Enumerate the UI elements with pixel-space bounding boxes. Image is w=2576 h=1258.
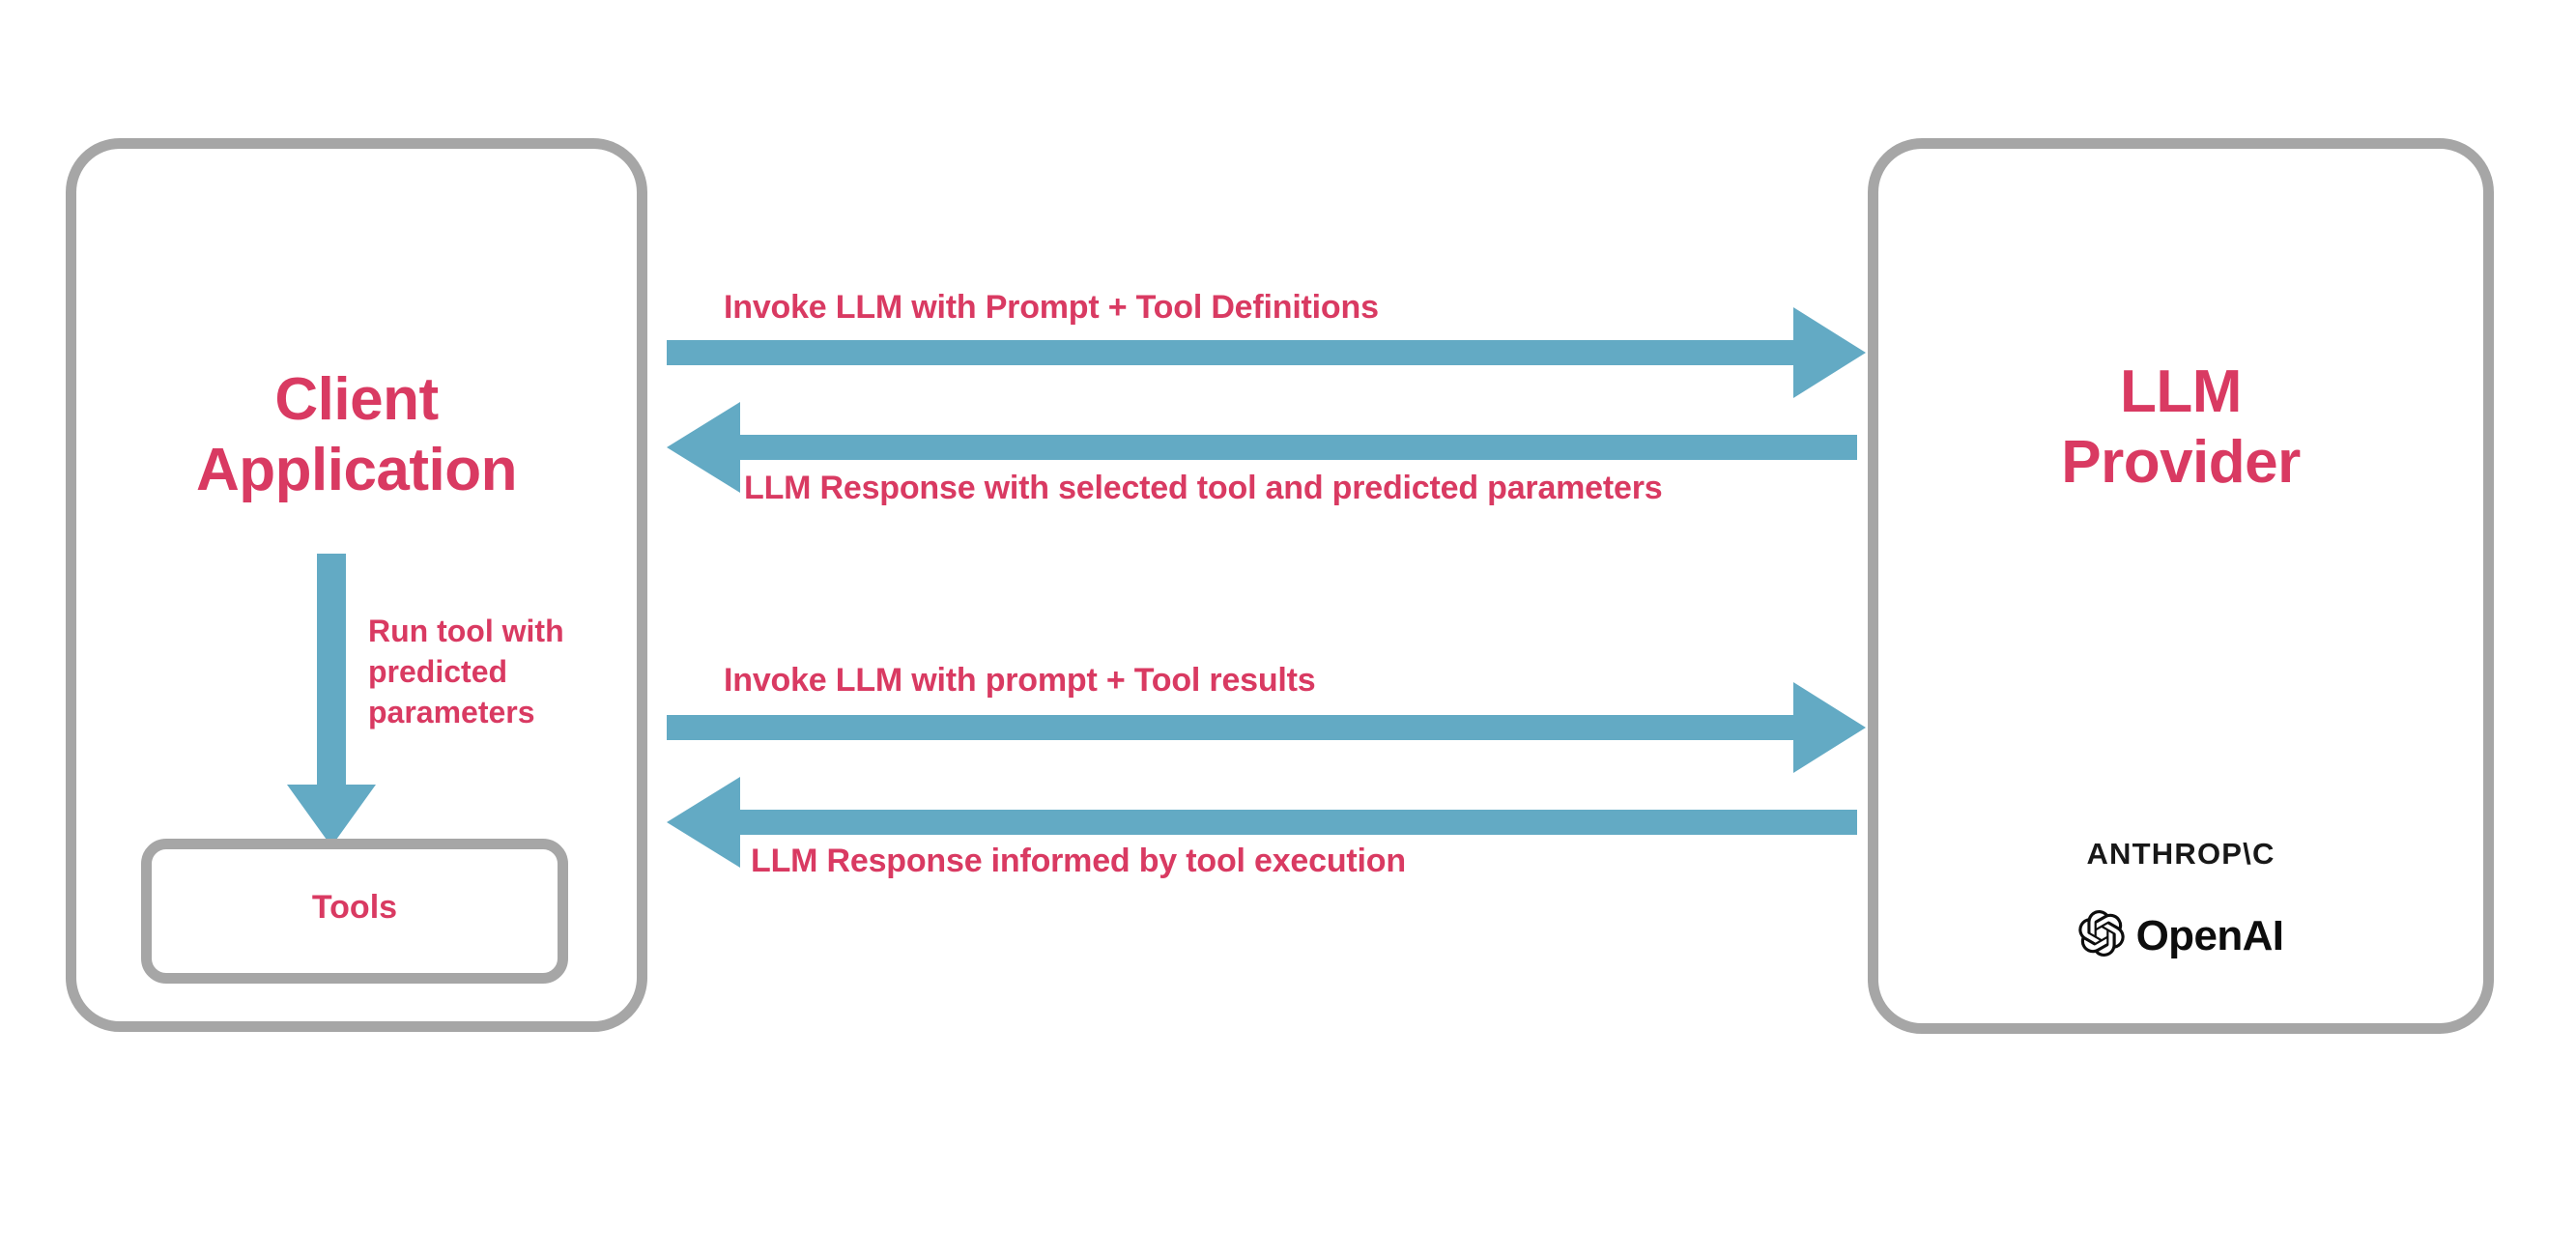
message-label-response-1: LLM Response with selected tool and pred… xyxy=(744,470,1663,506)
llm-provider-title: LLM Provider xyxy=(2061,358,2301,496)
message-label-response-2: LLM Response informed by tool execution xyxy=(751,843,1406,879)
message-label-invoke-2: Invoke LLM with prompt + Tool results xyxy=(724,662,1316,699)
openai-logo: OpenAI xyxy=(1868,910,2494,961)
message-label-invoke-1: Invoke LLM with Prompt + Tool Definition… xyxy=(724,289,1379,326)
client-application-title: Client Application xyxy=(195,366,518,503)
run-tool-arrow-label: Run tool with predicted parameters xyxy=(368,614,564,730)
tools-box xyxy=(141,839,568,984)
llm-provider-box xyxy=(1868,138,2494,1034)
tools-label: Tools xyxy=(311,889,398,926)
openai-flower-icon xyxy=(2077,910,2125,961)
anthropic-logo: ANTHROP\C xyxy=(2086,837,2275,871)
openai-wordmark: OpenAI xyxy=(2135,911,2284,959)
